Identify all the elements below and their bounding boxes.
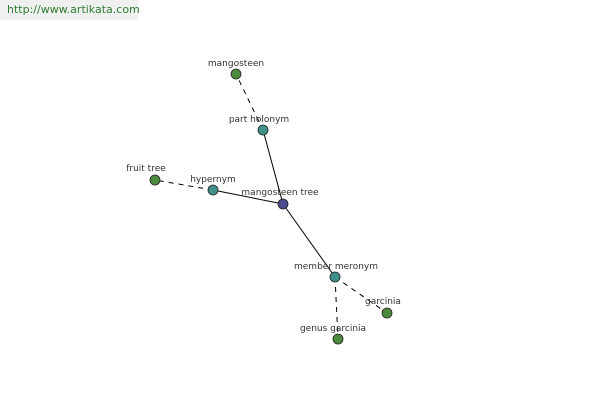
node-member-meronym[interactable] xyxy=(329,271,341,283)
edge-member-meronym-garcinia xyxy=(334,276,388,314)
label-mangosteen: mangosteen xyxy=(208,59,264,69)
edge-member-meronym-genus-garcinia xyxy=(334,276,339,340)
label-garcinia: garcinia xyxy=(365,297,401,307)
edge-center-member-meronym xyxy=(282,203,336,278)
node-garcinia[interactable] xyxy=(381,307,393,319)
edge-center-hypernym xyxy=(212,189,284,205)
node-genus-garcinia[interactable] xyxy=(332,333,344,345)
edge-part-holonym-mangosteen xyxy=(235,73,264,131)
node-part-holonym[interactable] xyxy=(257,124,269,136)
label-mangosteen-tree: mangosteen tree xyxy=(241,188,319,198)
node-hypernym[interactable] xyxy=(207,184,219,196)
node-mangosteen-tree[interactable] xyxy=(277,198,289,210)
label-part-holonym: part holonym xyxy=(229,115,289,125)
label-genus-garcinia: genus garcinia xyxy=(300,324,366,334)
label-hypernym: hypernym xyxy=(190,175,236,185)
label-member-meronym: member meronym xyxy=(294,262,378,272)
edge-center-part-holonym xyxy=(262,129,284,205)
label-fruit-tree: fruit tree xyxy=(126,164,166,174)
node-fruit-tree[interactable] xyxy=(149,174,161,186)
watermark-link[interactable]: http://www.artikata.com xyxy=(0,0,140,20)
node-mangosteen[interactable] xyxy=(230,68,242,80)
